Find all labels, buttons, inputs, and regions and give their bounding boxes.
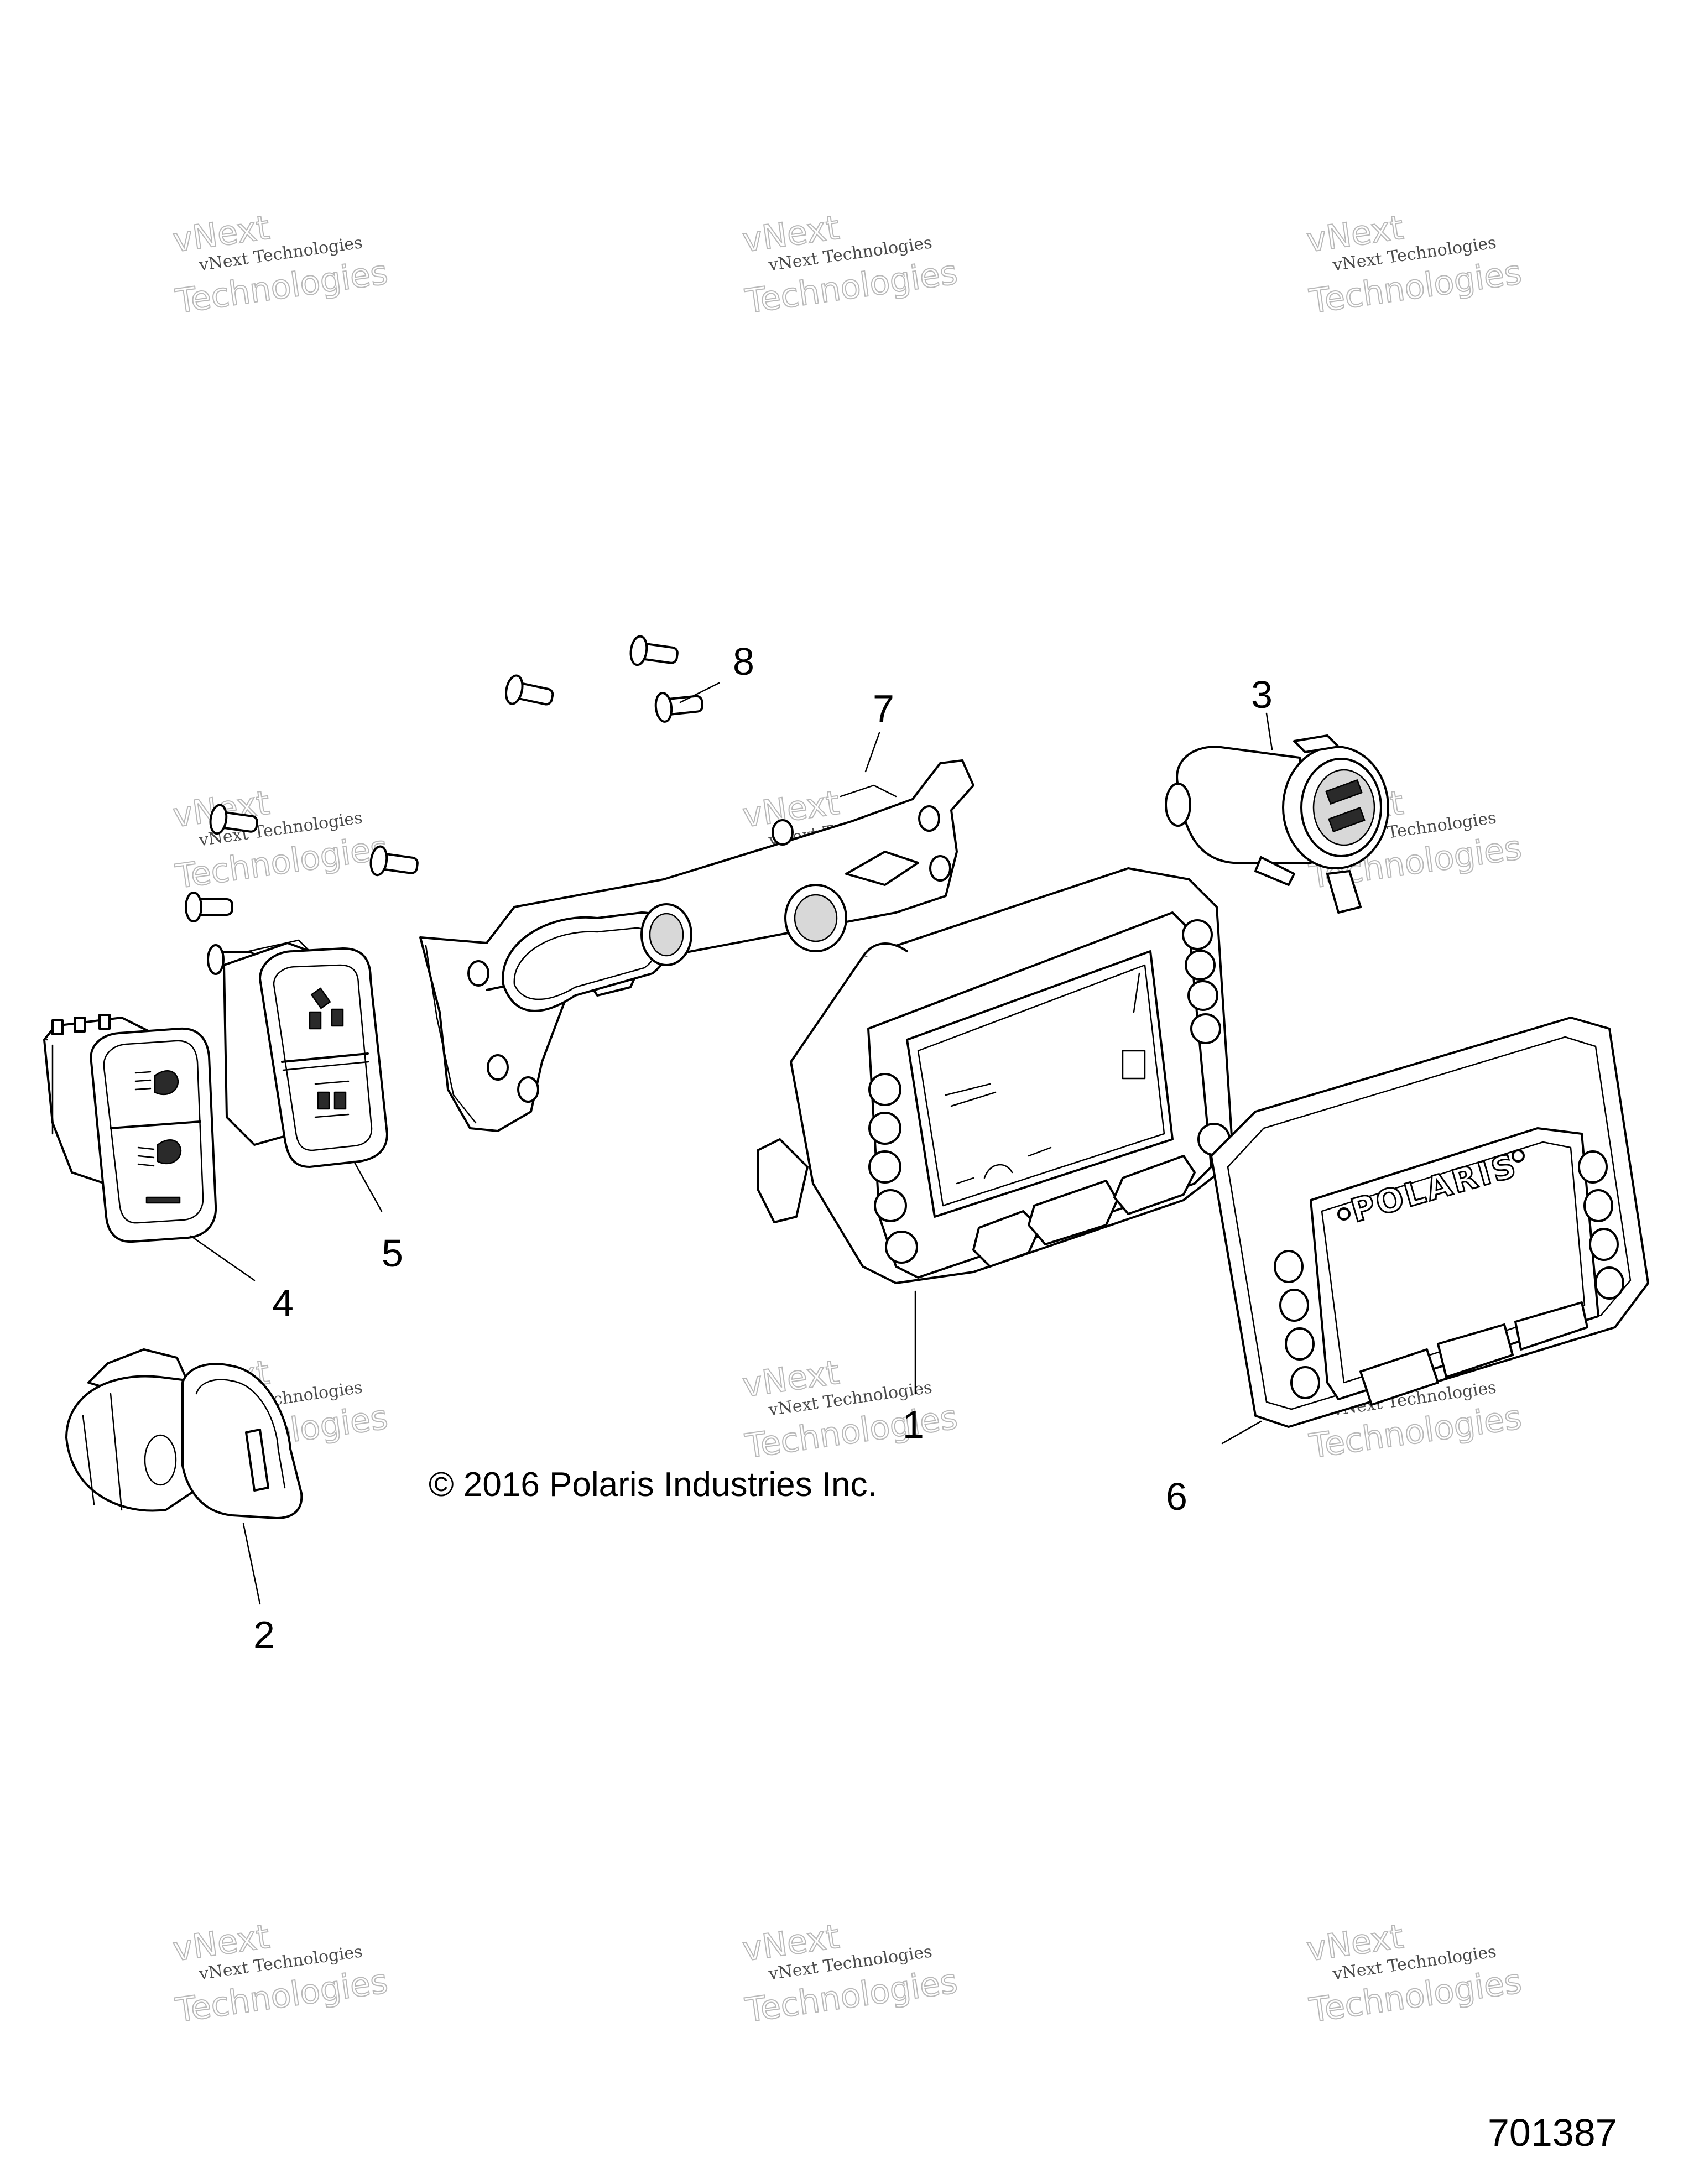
mounting-bracket [419,759,974,1132]
rocker-switch-lights [43,1014,217,1243]
instrument-bezel: POLARIS [1210,1017,1649,1428]
ignition-switch [65,1348,303,1519]
headlight-low-icon [137,1139,182,1167]
rocker-switch-4wd [223,939,388,1168]
rivet [369,845,419,877]
rivet [654,692,704,723]
4wd-icon [309,987,350,1118]
rivet [505,674,554,706]
callout-8: 8 [733,640,754,683]
rivet-group [185,635,704,975]
watermark-lower-center: vNext vNext Technologies Technologies [740,1353,961,1467]
watermark-bottom-right: vNext vNext Technologies Technologies [1304,1917,1525,2031]
callout-1: 1 [903,1403,924,1446]
callout-3: 3 [1251,673,1273,716]
callout-2: 2 [253,1613,275,1656]
callout-4: 4 [272,1281,294,1325]
leader-lines [190,682,1273,1605]
callout-5: 5 [382,1232,403,1275]
watermark-top-left: vNext vNext Technologies Technologies [170,208,391,322]
watermark-top-right: vNext vNext Technologies Technologies [1304,208,1525,322]
instrument-cluster [757,867,1234,1284]
callout-6: 6 [1166,1475,1187,1518]
watermark-top-center: vNext vNext Technologies Technologies [740,208,961,322]
rivet [209,804,258,835]
watermark-bottom-left: vNext vNext Technologies Technologies [170,1917,391,2031]
headlight-high-icon [134,1070,179,1096]
watermark-bottom-center: vNext vNext Technologies Technologies [740,1917,961,2031]
rivet [185,892,233,922]
power-outlet [1165,734,1389,914]
callout-7: 7 [873,687,894,730]
copyright-notice: © 2016 Polaris Industries Inc. [429,1466,877,1504]
rivet [629,635,679,666]
watermark-mid-left: vNext vNext Technologies Technologies [170,783,391,897]
diagram-part-number: 701387 [1488,2111,1617,2154]
